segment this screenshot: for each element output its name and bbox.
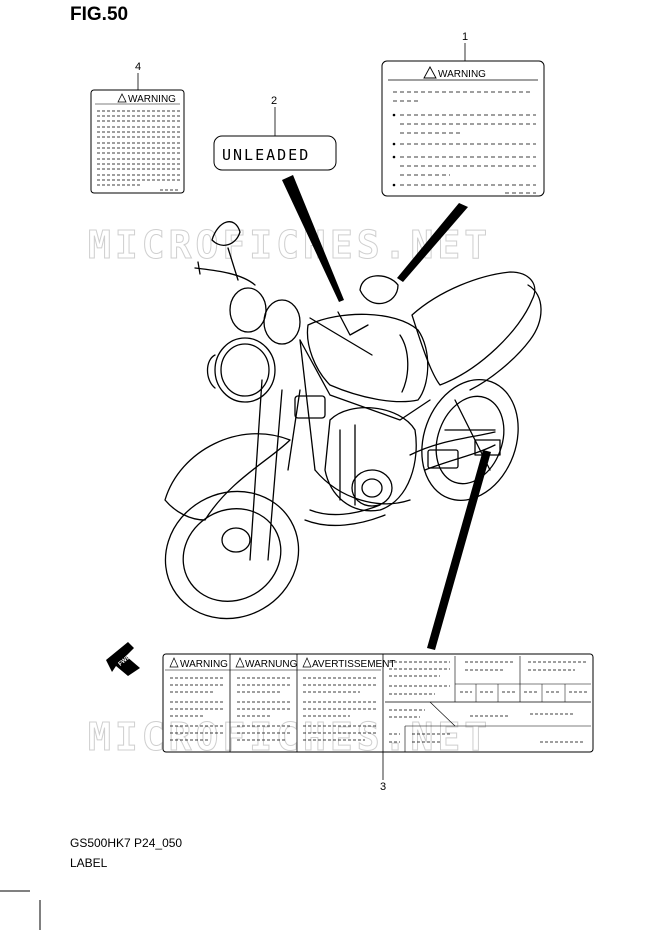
callout-2: 2 (271, 95, 277, 107)
label-2-unleaded[interactable]: UNLEADED (213, 135, 337, 171)
pointer-2 (282, 175, 344, 302)
warning-triangle-icon (117, 93, 127, 103)
label-1-warning-sheet[interactable]: WARNING (381, 60, 545, 197)
label-4-heading: WARNING (128, 94, 176, 105)
callout-4: 4 (135, 61, 141, 73)
warning-triangle-icon (302, 657, 312, 668)
callout-3: 3 (380, 781, 386, 793)
pointer-1 (397, 203, 468, 282)
label-1-heading: WARNING (438, 69, 486, 80)
label-3-heading-en: WARNING (180, 659, 228, 670)
part-name: LABEL (70, 856, 108, 870)
fwd-arrow-icon: FWD (106, 642, 140, 676)
figure-title: FIG.50 (70, 4, 129, 25)
pointer-3 (427, 450, 491, 650)
part-code: GS500HK7 P24_050 (70, 836, 183, 850)
label-3-heading-fr: AVERTISSEMENT (312, 659, 396, 670)
unleaded-text: UNLEADED (222, 146, 310, 164)
warning-triangle-icon (169, 657, 179, 668)
label-3-heading-de: WARNUNG (245, 659, 298, 670)
motorcycle-drawing (164, 221, 542, 620)
warning-triangle-icon (423, 66, 437, 79)
label-3-warning-strip[interactable]: WARNING WARNUNG AVERTISSEMENT (162, 653, 594, 753)
callout-1: 1 (462, 31, 468, 43)
label-4-warning-sheet[interactable]: WARNING (90, 89, 185, 194)
warning-triangle-icon (235, 657, 245, 668)
